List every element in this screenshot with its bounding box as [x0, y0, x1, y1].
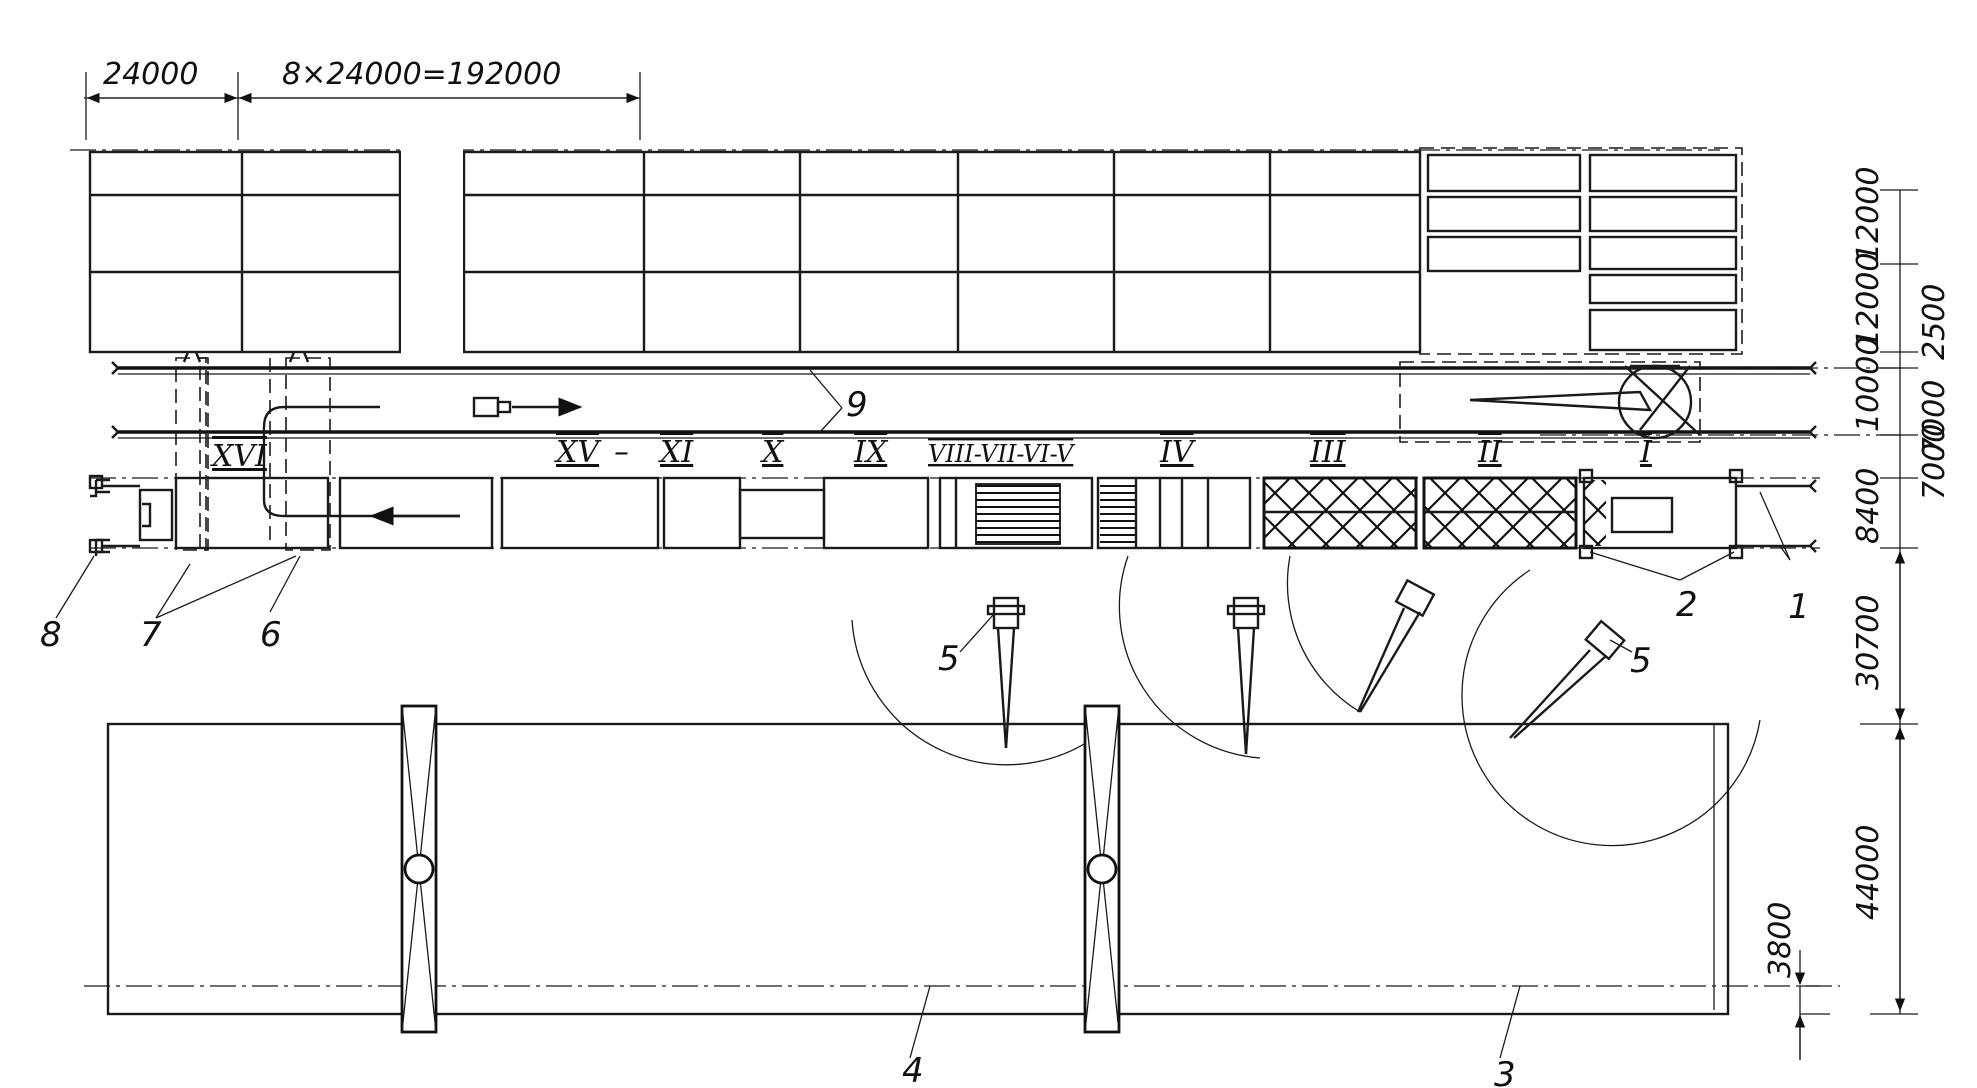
dim-right-0: 12000: [1851, 167, 1886, 262]
right-dimensions: [1794, 189, 1918, 1060]
callout-5b: 5: [1630, 641, 1652, 681]
station-VIII-V: VIII-VII-VI-V: [928, 440, 1076, 468]
station-XV: XV: [554, 435, 602, 470]
station-I: I: [1639, 435, 1653, 470]
callout-7: 7: [140, 615, 162, 655]
station-X: X: [760, 435, 785, 470]
dim-right-1: 12000: [1851, 253, 1886, 348]
dim-right-6: 8400: [1851, 468, 1886, 544]
dim-24000: 24000: [103, 57, 198, 92]
callout-3: 3: [1494, 1055, 1516, 1088]
station-II: II: [1477, 435, 1503, 470]
crane-rails: [111, 361, 1905, 443]
jib-crane-4: [1509, 619, 1626, 739]
station-III: III: [1309, 435, 1347, 470]
callout-1: 1: [1788, 587, 1810, 627]
station-XVI: XVI: [210, 439, 268, 474]
jib-crane-1: [986, 596, 1026, 749]
production-line: [88, 468, 1820, 581]
callout-4: 4: [902, 1051, 924, 1088]
top-dimension: [84, 72, 641, 140]
building-top: [70, 140, 1743, 365]
dim-right-2: 2500: [1917, 284, 1952, 360]
callout-5a: 5: [938, 639, 960, 679]
station-dash: –: [614, 435, 629, 470]
transfer-zone: [175, 351, 460, 551]
callout-9: 9: [846, 385, 868, 425]
callout-2: 2: [1676, 585, 1698, 625]
dim-right-5: 7000: [1917, 424, 1952, 500]
station-IX: IX: [853, 435, 889, 470]
storage-yard: [84, 704, 1840, 1059]
dim-inner: 3800: [1763, 902, 1798, 978]
station-IV: IV: [1159, 435, 1197, 470]
leaders-left: [55, 555, 301, 619]
dim-192000: 8×24000=192000: [282, 57, 561, 92]
callout-6: 6: [260, 615, 282, 655]
dim-right-3: 10000: [1851, 337, 1886, 432]
dim-right-7: 30700: [1851, 595, 1886, 690]
dim-right-8: 44000: [1851, 825, 1886, 920]
station-XI: XI: [658, 435, 694, 470]
jib-crane-3: [1356, 578, 1436, 713]
jib-crane-2: [1226, 596, 1266, 755]
dim-right-4: 7000: [1917, 380, 1952, 456]
jib-cranes: [851, 555, 1761, 847]
callout-8: 8: [40, 615, 62, 655]
